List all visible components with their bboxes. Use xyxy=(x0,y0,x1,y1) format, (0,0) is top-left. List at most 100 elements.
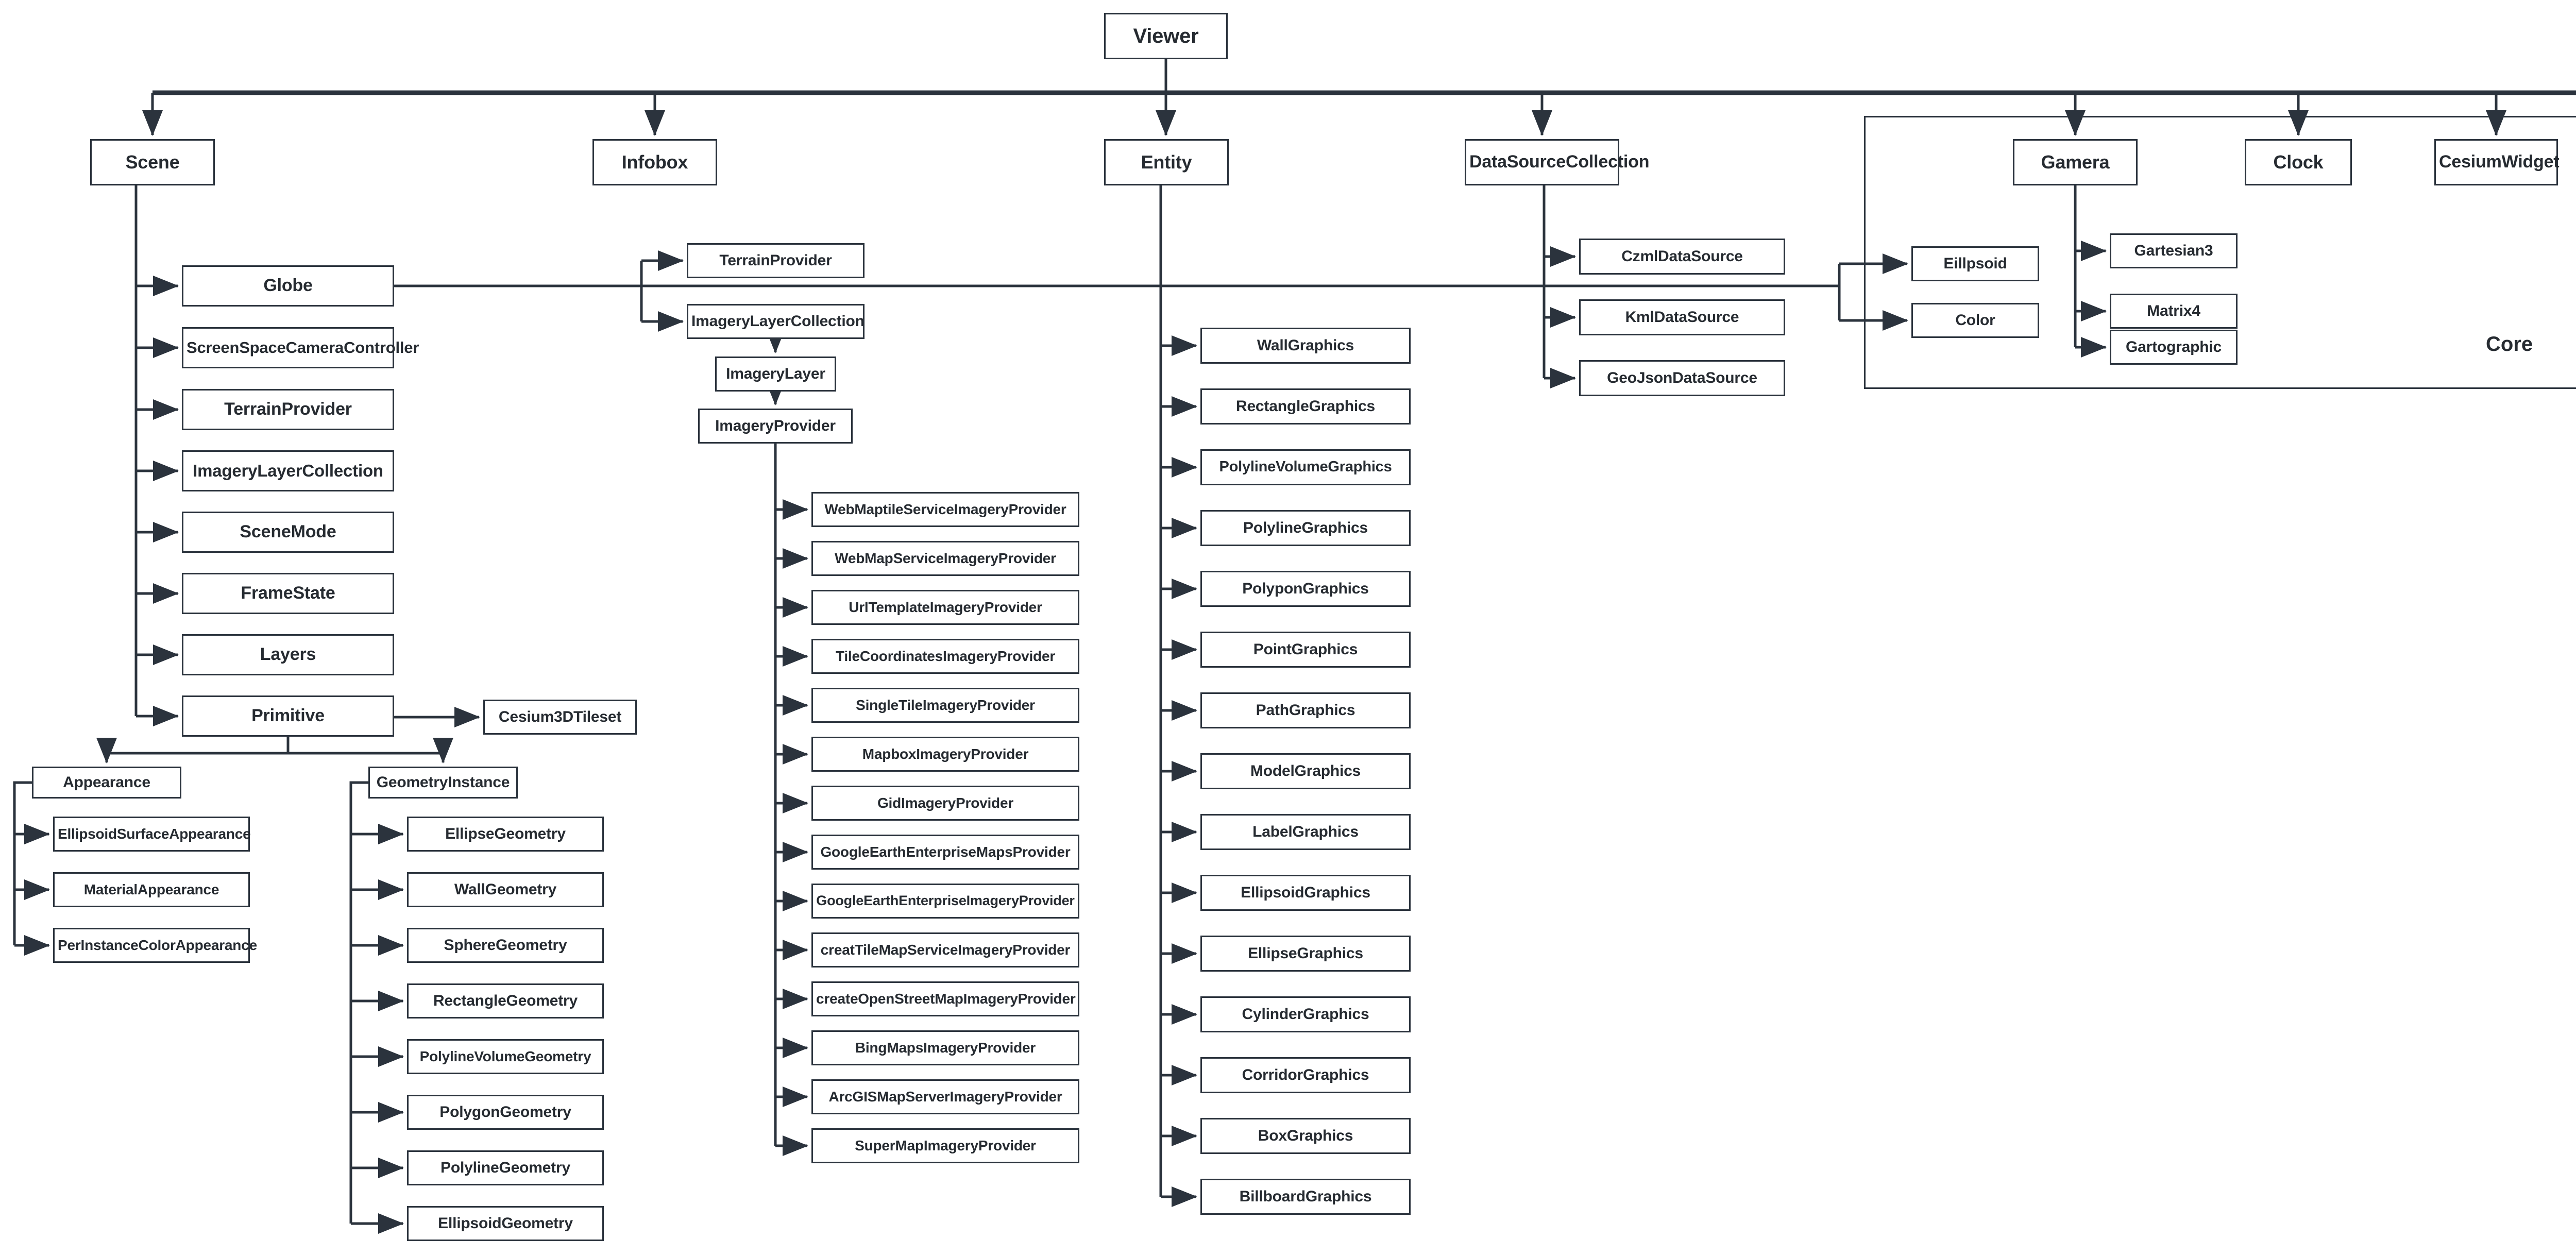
node-spheregeometry[interactable]: SphereGeometry xyxy=(407,928,604,963)
node-label: GeometryInstance xyxy=(376,773,510,791)
node-eillpsoid[interactable]: Eillpsoid xyxy=(1911,246,2039,281)
node-polylinevolumegraphics[interactable]: PolylineVolumeGraphics xyxy=(1200,449,1411,485)
node-polylinegeometry[interactable]: PolylineGeometry xyxy=(407,1150,604,1185)
node-matrix4[interactable]: Matrix4 xyxy=(2110,294,2238,329)
node-tilecoordinatesimageryprovider[interactable]: TileCoordinatesImageryProvider xyxy=(811,639,1079,674)
node-gamera[interactable]: Gamera xyxy=(2013,139,2138,185)
node-perinstancecolorappearance[interactable]: PerInstanceColorAppearance xyxy=(53,928,257,963)
node-clock[interactable]: Clock xyxy=(2245,139,2352,185)
node-label: Infobox xyxy=(621,151,688,173)
node-billboardgraphics[interactable]: BillboardGraphics xyxy=(1200,1179,1411,1215)
node-gidimageryprovider[interactable]: GidImageryProvider xyxy=(811,786,1079,821)
node-label: BillboardGraphics xyxy=(1239,1187,1372,1205)
node-label: RectangleGraphics xyxy=(1235,397,1376,415)
node-infobox[interactable]: Infobox xyxy=(592,139,717,185)
node-geojsondatasource[interactable]: GeoJsonDataSource xyxy=(1579,360,1785,396)
node-label: LabelGraphics xyxy=(1252,823,1359,840)
node-datasourcecollection[interactable]: DataSourceCollection xyxy=(1465,139,1650,185)
node-materialappearance[interactable]: MaterialAppearance xyxy=(53,872,250,907)
node-globe[interactable]: Globe xyxy=(182,265,394,307)
node-label: WallGraphics xyxy=(1257,336,1354,354)
node-label: PolyponGraphics xyxy=(1242,580,1369,597)
node-mapboximageryprovider[interactable]: MapboxImageryProvider xyxy=(811,737,1079,772)
node-polylinevolumegeometry[interactable]: PolylineVolumeGeometry xyxy=(407,1039,604,1074)
node-cesium3dtileset[interactable]: Cesium3DTileset xyxy=(483,700,637,735)
node-imageryprovider[interactable]: ImageryProvider xyxy=(698,409,853,444)
node-label: PolylineGraphics xyxy=(1243,519,1368,536)
node-scene-imagerylayercollection[interactable]: ImageryLayerCollection xyxy=(182,450,394,491)
node-entity[interactable]: Entity xyxy=(1104,139,1229,185)
node-gartographic[interactable]: Gartographic xyxy=(2110,330,2238,365)
node-creattilemapserviceimageryprovider[interactable]: creatTileMapServiceImageryProvider xyxy=(811,932,1079,968)
group-core xyxy=(1864,116,2576,389)
node-webmaptileserviceimageryprovider[interactable]: WebMaptileServiceImageryProvider xyxy=(811,492,1079,527)
node-wallgraphics[interactable]: WallGraphics xyxy=(1200,328,1411,364)
node-wallgeometry[interactable]: WallGeometry xyxy=(407,872,604,907)
node-supermapimageryprovider[interactable]: SuperMapImageryProvider xyxy=(811,1128,1079,1163)
node-arcgismapserverimageryprovider[interactable]: ArcGISMapServerImageryProvider xyxy=(811,1079,1079,1114)
node-labelgraphics[interactable]: LabelGraphics xyxy=(1200,814,1411,850)
node-scene[interactable]: Scene xyxy=(90,139,215,185)
node-polylinegraphics[interactable]: PolylineGraphics xyxy=(1200,510,1411,546)
node-color[interactable]: Color xyxy=(1911,303,2039,338)
node-label: UrlTemplateImageryProvider xyxy=(849,599,1042,615)
node-appearance[interactable]: Appearance xyxy=(32,767,181,799)
node-pointgraphics[interactable]: PointGraphics xyxy=(1200,632,1411,668)
node-cesiumwidget[interactable]: CesiumWidget xyxy=(2434,139,2560,185)
node-googleearthenterprisemapsprovider[interactable]: GoogleEarthEnterpriseMapsProvider xyxy=(811,835,1079,870)
node-ellipsegraphics[interactable]: EllipseGraphics xyxy=(1200,936,1411,972)
node-ellipsoidgraphics[interactable]: EllipsoidGraphics xyxy=(1200,875,1411,911)
node-label: GeoJsonDataSource xyxy=(1607,369,1757,386)
node-singletileimageryprovider[interactable]: SingleTileImageryProvider xyxy=(811,688,1079,723)
node-screenspacecameracontroller[interactable]: ScreenSpaceCameraController xyxy=(182,327,419,368)
node-bingmapsimageryprovider[interactable]: BingMapsImageryProvider xyxy=(811,1030,1079,1065)
node-label: GoogleEarthEnterpriseImageryProvider xyxy=(816,893,1075,909)
node-label: ImageryLayerCollection xyxy=(691,312,865,330)
node-primitive[interactable]: Primitive xyxy=(182,695,394,737)
node-kmldatasource[interactable]: KmlDataSource xyxy=(1579,299,1785,335)
node-label: Viewer xyxy=(1133,25,1199,47)
node-label: TerrainProvider xyxy=(224,399,352,419)
node-label: TileCoordinatesImageryProvider xyxy=(835,648,1056,664)
node-polygongeometry[interactable]: PolygonGeometry xyxy=(407,1095,604,1130)
node-imagerylayer[interactable]: ImageryLayer xyxy=(715,357,836,392)
node-label: Globe xyxy=(263,276,313,296)
node-label: Entity xyxy=(1141,151,1192,173)
node-scenemode[interactable]: SceneMode xyxy=(182,512,394,553)
node-czmldatasource[interactable]: CzmlDataSource xyxy=(1579,239,1785,275)
node-geometryinstance[interactable]: GeometryInstance xyxy=(368,767,518,799)
node-mid-imagerylayercollection[interactable]: ImageryLayerCollection xyxy=(687,304,865,339)
node-label: WebMapServiceImageryProvider xyxy=(835,550,1056,566)
node-gartesian3[interactable]: Gartesian3 xyxy=(2110,233,2238,268)
node-mid-terrainprovider[interactable]: TerrainProvider xyxy=(687,243,865,278)
node-googleearthenterpriseimageryprovider[interactable]: GoogleEarthEnterpriseImageryProvider xyxy=(811,884,1079,919)
node-boxgraphics[interactable]: BoxGraphics xyxy=(1200,1118,1411,1154)
node-label: KmlDataSource xyxy=(1625,308,1739,326)
node-ellipsoidgeometry[interactable]: EllipsoidGeometry xyxy=(407,1206,604,1241)
node-label: Gamera xyxy=(2041,151,2110,173)
node-urltemplateimageryprovider[interactable]: UrlTemplateImageryProvider xyxy=(811,590,1079,625)
node-label: SingleTileImageryProvider xyxy=(856,697,1035,713)
node-pathgraphics[interactable]: PathGraphics xyxy=(1200,692,1411,728)
node-polypongraphics[interactable]: PolyponGraphics xyxy=(1200,571,1411,607)
node-framestate[interactable]: FrameState xyxy=(182,573,394,614)
node-viewer[interactable]: Viewer xyxy=(1104,13,1228,59)
node-label: Cesium3DTileset xyxy=(498,708,622,725)
node-label: PolylineGeometry xyxy=(440,1159,570,1176)
node-corridorgraphics[interactable]: CorridorGraphics xyxy=(1200,1057,1411,1093)
node-ellipsegeometry[interactable]: EllipseGeometry xyxy=(407,817,604,852)
node-label: ScreenSpaceCameraController xyxy=(187,338,419,357)
node-layers[interactable]: Layers xyxy=(182,634,394,675)
node-rectanglegraphics[interactable]: RectangleGraphics xyxy=(1200,388,1411,425)
node-webmapserviceimageryprovider[interactable]: WebMapServiceImageryProvider xyxy=(811,541,1079,576)
node-label: ImageryProvider xyxy=(715,417,836,434)
node-rectanglegeometry[interactable]: RectangleGeometry xyxy=(407,983,604,1019)
node-label: Color xyxy=(1955,311,1995,329)
node-cylindergraphics[interactable]: CylinderGraphics xyxy=(1200,996,1411,1032)
node-modelgraphics[interactable]: ModelGraphics xyxy=(1200,753,1411,789)
node-ellipsoidsurfaceappearance[interactable]: EllipsoidSurfaceAppearance xyxy=(53,817,251,852)
node-createopenstreetmapimageryprovider[interactable]: createOpenStreetMapImageryProvider xyxy=(811,981,1079,1016)
node-label: FrameState xyxy=(241,583,335,603)
node-scene-terrainprovider[interactable]: TerrainProvider xyxy=(182,389,394,430)
